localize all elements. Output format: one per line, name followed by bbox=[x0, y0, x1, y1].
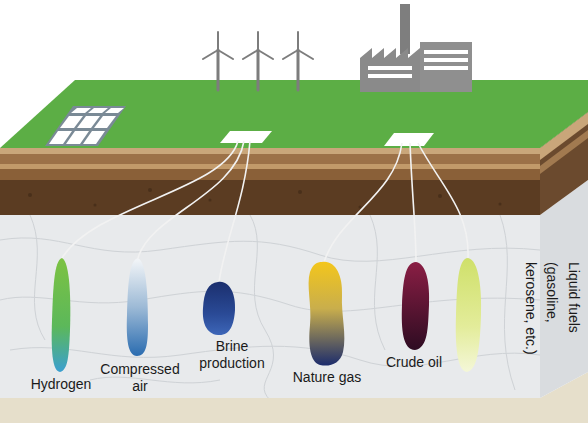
soil-layer bbox=[0, 148, 540, 215]
well-pad bbox=[220, 131, 272, 143]
air-cavern bbox=[127, 258, 148, 356]
cavern-label: Liquid fuels (gasoline, kerosene, etc.) bbox=[519, 262, 584, 386]
brine-cavern bbox=[203, 282, 235, 335]
factory bbox=[360, 4, 472, 92]
oil-cavern bbox=[402, 262, 429, 350]
soil-strata bbox=[0, 154, 540, 164]
ground-surface bbox=[0, 80, 588, 148]
well-pipes bbox=[62, 141, 468, 282]
cavern-label: Nature gas bbox=[293, 369, 361, 386]
soil-speckles bbox=[28, 188, 502, 209]
fuel-cavern bbox=[456, 258, 481, 372]
cavern-label: Compressed air bbox=[94, 361, 186, 395]
wind-turbine bbox=[203, 32, 313, 90]
marble-veins bbox=[0, 215, 540, 400]
well-pad bbox=[384, 133, 434, 146]
cavern-label: Crude oil bbox=[386, 354, 442, 371]
gas-cavern bbox=[309, 262, 345, 366]
soil-strata bbox=[0, 169, 540, 180]
soil-strata bbox=[0, 148, 540, 154]
marble-layer bbox=[0, 215, 540, 400]
cavern-label: Brine production bbox=[190, 338, 274, 372]
hydrogen-cavern bbox=[52, 258, 71, 372]
solar-panel bbox=[45, 106, 126, 146]
soil-strata bbox=[0, 164, 540, 169]
cavern-label: Hydrogen bbox=[31, 376, 92, 393]
